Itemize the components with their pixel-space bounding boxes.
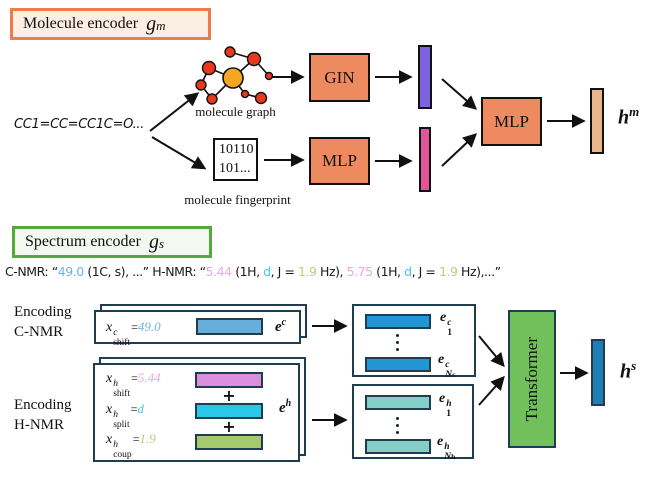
arrow-ctokens-to-transformer — [478, 335, 505, 368]
molecule-encoder-math-symbol: gm — [146, 12, 166, 35]
graph-embedding-bar — [418, 45, 432, 109]
arrow-fpbar-to-fusion — [441, 133, 478, 167]
mlp-fusion-block: MLP — [481, 97, 542, 146]
spectrum-encoder-math-symbol: gs — [148, 230, 165, 253]
c-vector-label: ec — [275, 317, 287, 335]
h-coup-embedding-bar — [195, 434, 263, 450]
encoding-h-nmr-label: Encoding H-NMR — [14, 397, 72, 433]
plus-sign: + — [222, 417, 236, 436]
c-token-bar-last — [365, 357, 431, 372]
transformer-block: Transformer — [508, 310, 556, 448]
molecule-output-bar — [590, 88, 604, 154]
transformer-label: Transformer — [522, 336, 541, 422]
c-shift-embedding-bar — [196, 318, 263, 335]
spectrum-encoder-title-box: Spectrum encoder gs — [12, 226, 212, 258]
gin-block: GIN — [309, 53, 370, 102]
molecule-graph-icon — [195, 46, 274, 105]
encoding-c-nmr-label: Encoding C-NMR — [14, 304, 72, 340]
h-shift-embedding-bar — [195, 372, 263, 388]
vertical-ellipsis — [396, 334, 399, 351]
vertical-ellipsis — [396, 417, 399, 434]
fingerprint-bits-line1: 10110 — [219, 142, 254, 157]
spectrum-output-label: hs — [620, 358, 637, 383]
h-split-embedding-bar — [195, 403, 263, 419]
molecule-fingerprint-caption: molecule fingerprint — [184, 192, 291, 207]
arrow-smiles-to-fingerprint — [151, 136, 207, 170]
mlp-fingerprint-block: MLP — [309, 137, 370, 185]
smiles-string: CC1=CC=CC1C=O... — [14, 117, 145, 132]
c-token-bar-first — [365, 314, 431, 329]
molecule-encoder-title: Molecule encoder — [23, 15, 139, 32]
molecule-graph-caption: molecule graph — [195, 104, 276, 119]
arrow-htokens-to-transformer — [478, 375, 505, 406]
spectrum-output-bar — [591, 339, 605, 406]
molecule-fingerprint-box: 10110 101... — [213, 138, 258, 181]
plus-sign: + — [222, 386, 236, 405]
h-token-bar-last — [365, 439, 431, 454]
fingerprint-bits-line2: 101... — [219, 160, 251, 176]
spectrum-encoder-title: Spectrum encoder — [25, 233, 141, 250]
fingerprint-embedding-bar — [419, 127, 431, 192]
h-vector-label: eh — [279, 398, 292, 416]
molecule-encoder-title-box: Molecule encoder gm — [10, 8, 211, 40]
molecule-output-label: hm — [618, 104, 640, 129]
h-token-bar-first — [365, 395, 431, 410]
arrow-smiles-to-graph — [149, 92, 200, 132]
nmr-peaks-string: C-NMR: “49.0 (1C, s), ...” H-NMR: “5.44 … — [5, 264, 501, 279]
arrow-graphbar-to-fusion — [441, 78, 478, 110]
